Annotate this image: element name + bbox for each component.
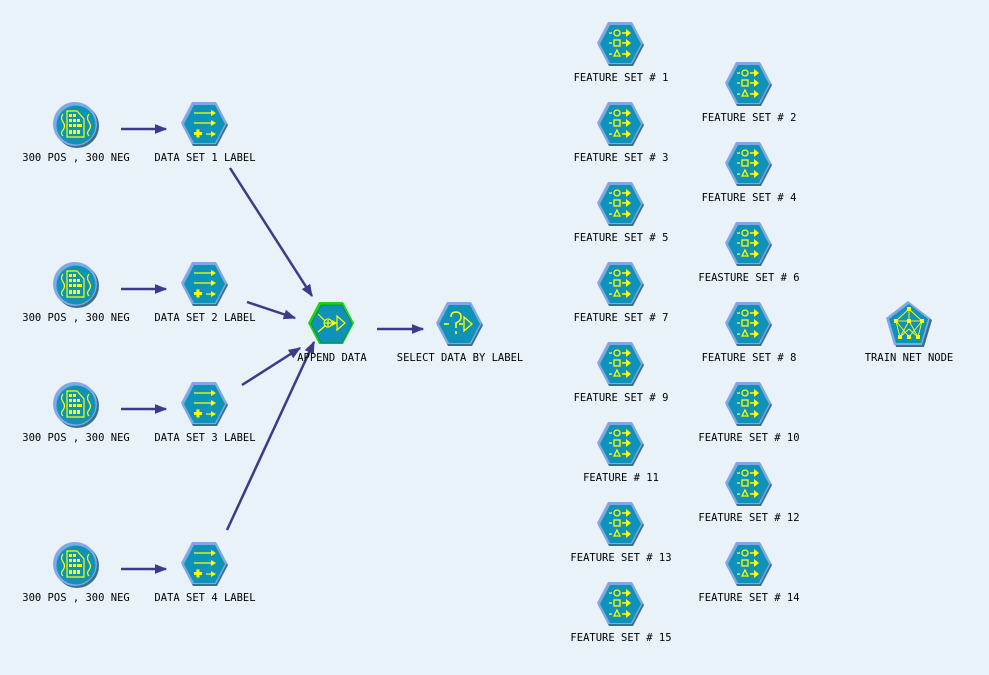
node-label: 300 POS , 300 NEG	[22, 591, 130, 605]
node-label: TRAIN NET NODE	[864, 351, 954, 365]
append-icon	[307, 301, 355, 345]
node-label: 300 POS , 300 NEG	[22, 431, 130, 445]
filter-shapes-icon	[596, 341, 646, 389]
node-label: FEATURE SET # 2	[701, 111, 797, 125]
filter-shapes-icon	[596, 181, 646, 229]
node-label: FEATURE SET # 12	[698, 511, 800, 525]
filter-shapes-icon	[724, 541, 774, 589]
filter-shapes-icon	[596, 261, 646, 309]
node-label: FEATURE SET # 7	[573, 311, 669, 325]
derive-label-icon	[180, 101, 230, 149]
node-label: FEATURE SET # 4	[701, 191, 797, 205]
neural-net-icon	[885, 300, 933, 348]
connection-arrow-ds2-to-append[interactable]	[246, 300, 297, 320]
node-label: FEATURE SET # 15	[570, 631, 672, 645]
filter-shapes-icon	[724, 61, 774, 109]
node-label: FEATURE SET # 13	[570, 551, 672, 565]
node-label: SELECT DATA BY LABEL	[396, 351, 524, 365]
node-label: 300 POS , 300 NEG	[22, 151, 130, 165]
filter-shapes-icon	[724, 221, 774, 269]
select-icon	[435, 301, 485, 349]
node-label: DATA SET 4 LABEL	[154, 591, 256, 605]
connection-arrow-ds3-to-append[interactable]	[241, 346, 302, 387]
node-label: FEATURE SET # 8	[701, 351, 797, 365]
derive-label-icon	[180, 381, 230, 429]
filter-shapes-icon	[596, 421, 646, 469]
node-label: DATA SET 3 LABEL	[154, 431, 256, 445]
node-label: FEATURE SET # 14	[698, 591, 800, 605]
database-file-icon	[52, 261, 100, 309]
filter-shapes-icon	[724, 461, 774, 509]
derive-label-icon	[180, 541, 230, 589]
derive-label-icon	[180, 261, 230, 309]
node-label: FEATURE SET # 10	[698, 431, 800, 445]
node-label: DATA SET 2 LABEL	[154, 311, 256, 325]
connection-arrow-ds4-to-append[interactable]	[225, 340, 316, 531]
node-label: FEATURE SET # 1	[573, 71, 669, 85]
filter-shapes-icon	[596, 501, 646, 549]
filter-shapes-icon	[724, 141, 774, 189]
node-label: FEATURE SET # 9	[573, 391, 669, 405]
filter-shapes-icon	[596, 101, 646, 149]
filter-shapes-icon	[596, 21, 646, 69]
node-label: FEATURE SET # 5	[573, 231, 669, 245]
node-label: FEATURE SET # 3	[573, 151, 669, 165]
filter-shapes-icon	[724, 381, 774, 429]
filter-shapes-icon	[596, 581, 646, 629]
node-label: FEASTURE SET # 6	[698, 271, 800, 285]
database-file-icon	[52, 541, 100, 589]
node-label: FEATURE # 11	[583, 471, 659, 485]
node-label: 300 POS , 300 NEG	[22, 311, 130, 325]
database-file-icon	[52, 101, 100, 149]
node-label: DATA SET 1 LABEL	[154, 151, 256, 165]
database-file-icon	[52, 381, 100, 429]
connections-layer	[121, 124, 425, 574]
connection-arrow-ds1-to-append[interactable]	[228, 167, 314, 298]
node-label: APPEND DATA	[297, 351, 367, 365]
filter-shapes-icon	[724, 301, 774, 349]
